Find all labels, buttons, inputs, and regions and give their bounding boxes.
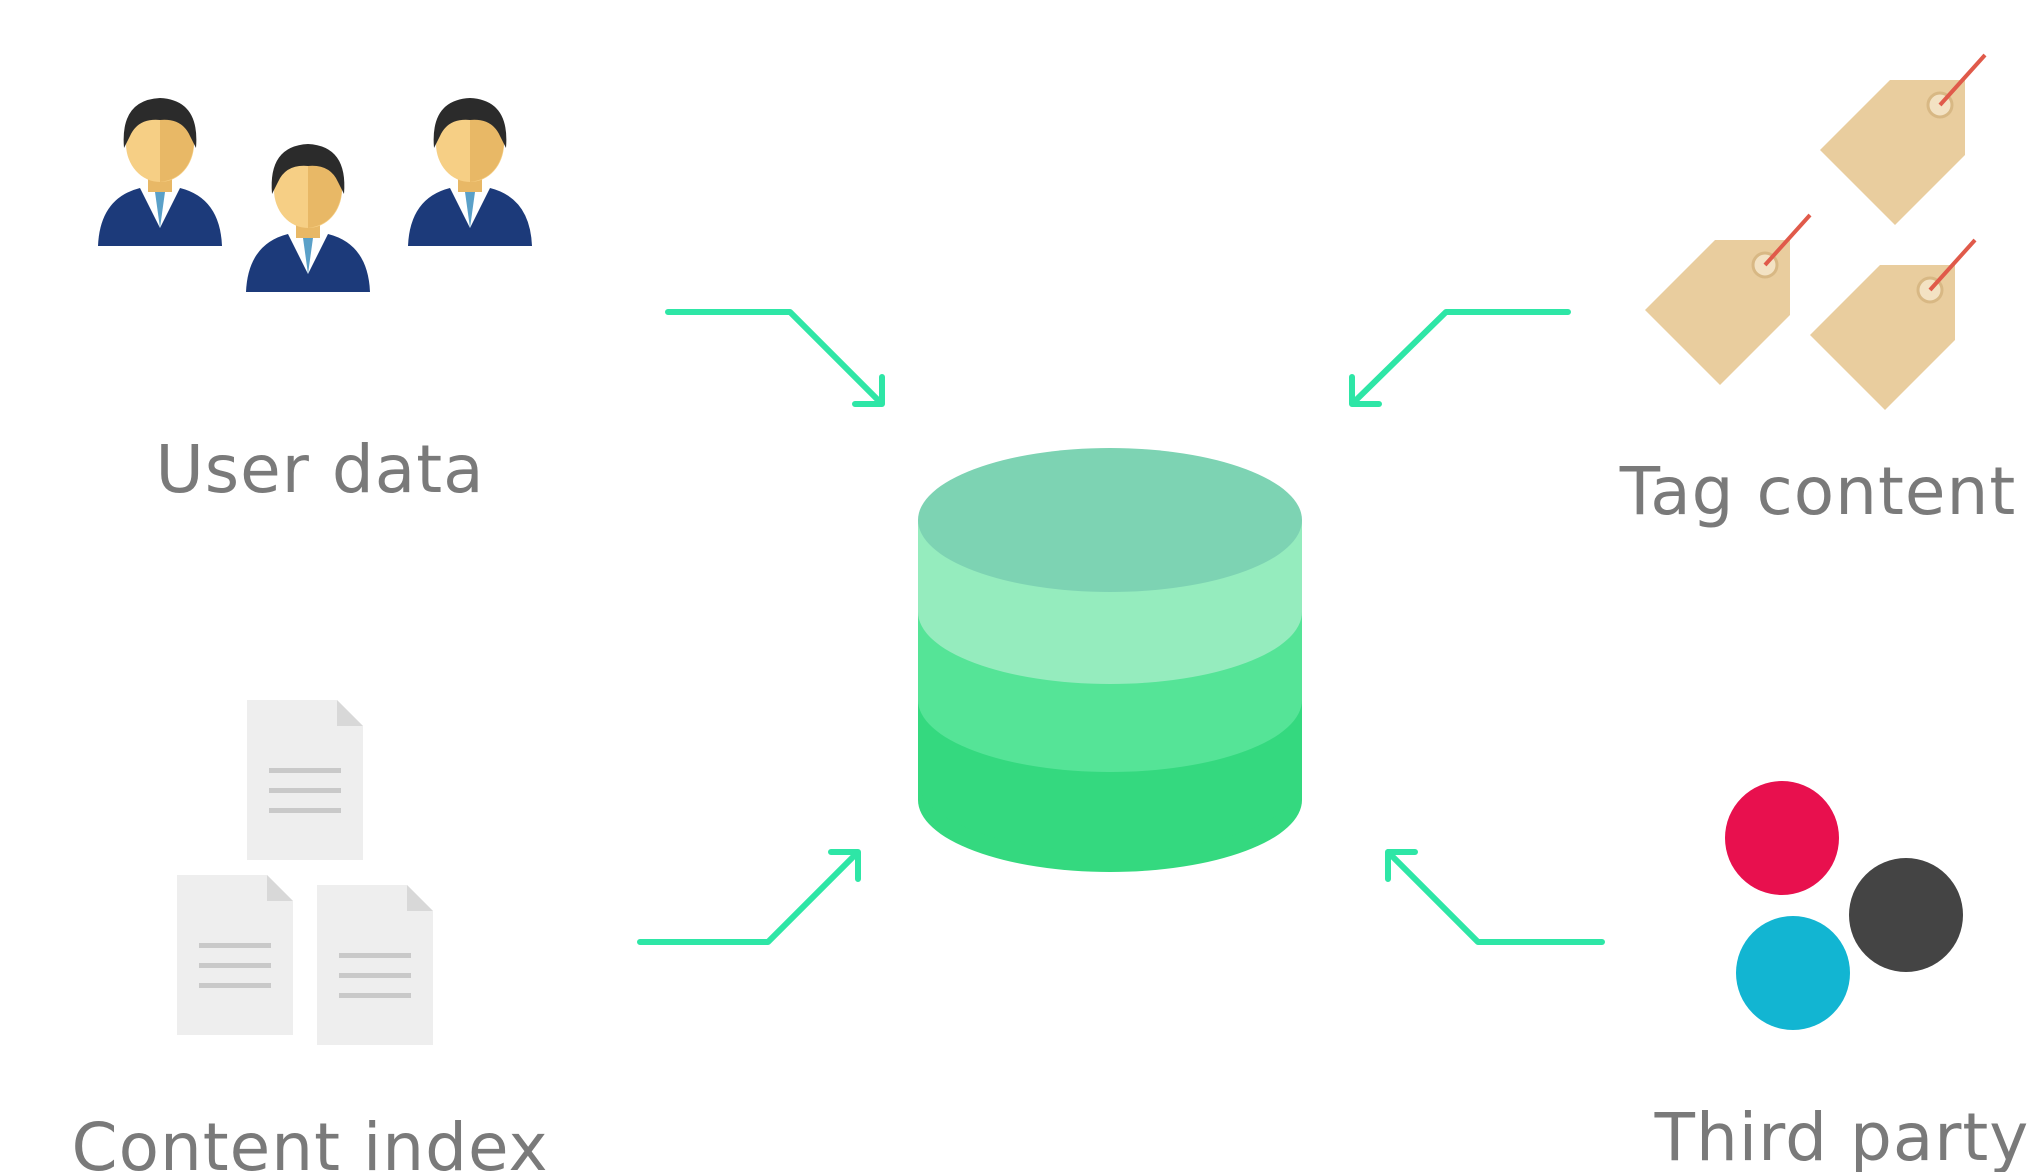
circles-icon: [1725, 781, 1963, 1030]
arrow-content-index: [637, 849, 861, 945]
label-user-data: User data: [155, 431, 484, 508]
arrow-tag-content: [1349, 309, 1571, 407]
arrow-user-data: [665, 309, 885, 407]
label-content-index: Content index: [71, 1109, 548, 1172]
documents-icon: [177, 700, 433, 1045]
label-tag-content: Tag content: [1619, 453, 2016, 530]
database-icon: [918, 448, 1302, 872]
users-icon: [98, 98, 532, 292]
tags-icon: [1643, 53, 1987, 412]
arrow-third-party: [1385, 849, 1605, 945]
label-third-party: Third party: [1654, 1099, 2030, 1172]
